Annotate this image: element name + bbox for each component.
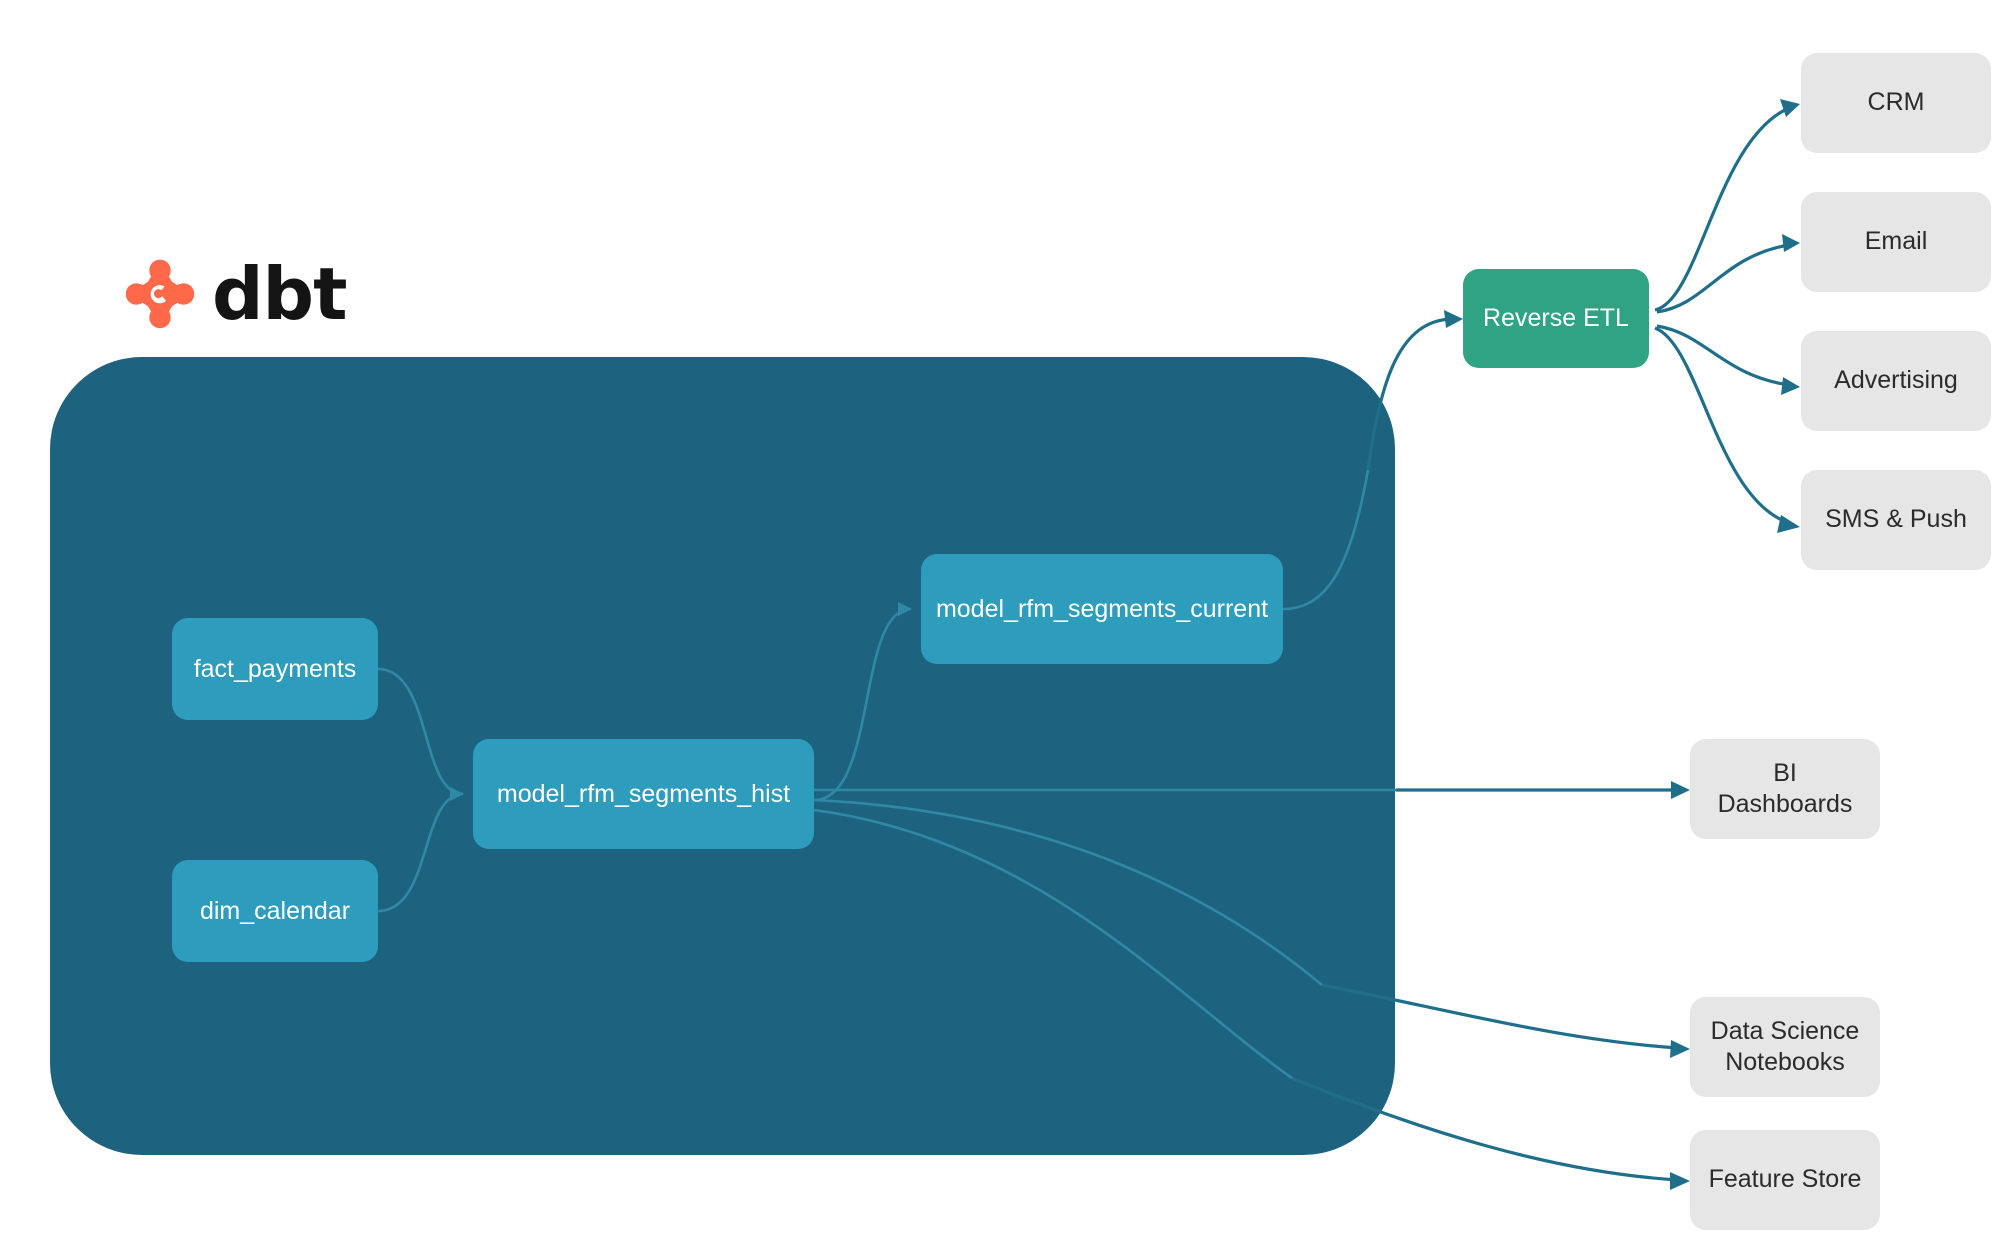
destination-label-line2: Notebooks: [1725, 1048, 1845, 1076]
model-node-rfm-segments-hist[interactable]: model_rfm_segments_hist: [473, 739, 814, 849]
arrowhead-into-advertising: [1781, 377, 1800, 395]
destination-node-data-science-notebooks[interactable]: Data Science Notebooks: [1690, 997, 1880, 1097]
destination-label: Email: [1864, 227, 1928, 256]
destination-label: Advertising: [1834, 366, 1958, 395]
model-label: model_rfm_segments_current: [935, 594, 1269, 623]
arrowhead-into-bi-dashboards: [1671, 781, 1690, 799]
model-node-rfm-segments-current[interactable]: model_rfm_segments_current: [921, 554, 1283, 664]
model-label: dim_calendar: [199, 896, 351, 925]
destination-label: SMS & Push: [1825, 505, 1967, 534]
dbt-logo-icon: [125, 259, 195, 329]
dbt-brand-lockup: dbt: [122, 256, 347, 332]
arrowhead-into-reverse-etl: [1444, 310, 1463, 328]
destination-node-advertising[interactable]: Advertising: [1801, 331, 1991, 431]
destination-label: BI Dashboards: [1717, 758, 1853, 818]
destination-node-feature-store[interactable]: Feature Store: [1690, 1130, 1880, 1230]
edge-reverse-etl-to-email: [1656, 243, 1790, 314]
model-node-fact-payments[interactable]: fact_payments: [172, 618, 378, 720]
model-label: fact_payments: [193, 654, 357, 683]
arrowhead-into-feature-store: [1670, 1172, 1690, 1190]
destination-node-email[interactable]: Email: [1801, 192, 1991, 292]
reverse-etl-node[interactable]: Reverse ETL: [1463, 269, 1649, 368]
destination-label: CRM: [1867, 88, 1925, 117]
edge-reverse-etl-to-sms-push: [1654, 326, 1790, 525]
destination-node-crm[interactable]: CRM: [1801, 53, 1991, 153]
reverse-etl-label: Reverse ETL: [1483, 304, 1629, 332]
destination-node-sms-push[interactable]: SMS & Push: [1801, 470, 1991, 570]
destination-label: Feature Store: [1708, 1165, 1862, 1194]
model-label: model_rfm_segments_hist: [496, 779, 791, 808]
destination-label-line1: Data Science: [1710, 1016, 1860, 1045]
model-node-dim-calendar[interactable]: dim_calendar: [172, 860, 378, 962]
arrowhead-into-crm: [1780, 99, 1800, 117]
edge-reverse-etl-to-advertising: [1656, 324, 1790, 387]
arrowhead-into-ds-notebooks: [1670, 1040, 1690, 1058]
destination-label: Data Science Notebooks: [1711, 1016, 1860, 1079]
destination-node-bi-dashboards[interactable]: BI Dashboards: [1690, 739, 1880, 839]
dbt-wordmark: dbt: [212, 252, 347, 336]
arrowhead-into-sms-push: [1777, 515, 1800, 533]
arrowhead-into-email: [1782, 234, 1800, 252]
edge-reverse-etl-to-crm: [1654, 106, 1790, 312]
